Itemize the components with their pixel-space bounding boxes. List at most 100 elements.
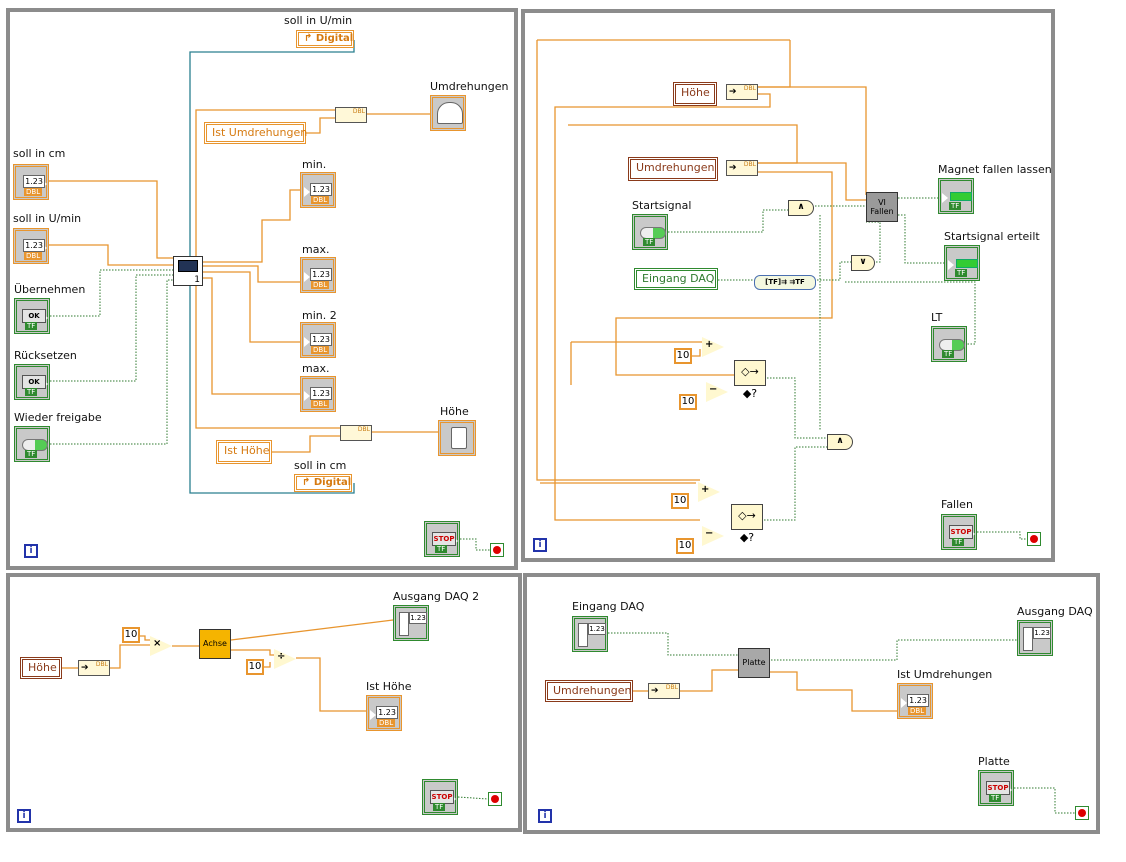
vi-fallen-subvi[interactable]: VI Fallen	[866, 192, 898, 222]
ausgang-daq2-indicator[interactable]: 1.23	[393, 605, 429, 641]
label-soll-umin-control: soll in U/min	[13, 212, 82, 225]
label-soll-cm-control: soll in cm	[13, 147, 66, 160]
lt-switch[interactable]: TF	[931, 326, 967, 362]
umdrehungen-gauge-indicator[interactable]	[430, 95, 466, 131]
loop-condition-1[interactable]	[490, 543, 504, 557]
slide-icon	[451, 427, 467, 449]
to-double-hoehe[interactable]: ➔DBL	[726, 84, 758, 100]
divide-node[interactable]: ÷	[274, 649, 296, 669]
constant-10[interactable]: 10	[122, 627, 140, 643]
tf-tag: TF	[433, 803, 446, 811]
or-gate[interactable]: ∨	[851, 255, 875, 271]
and-gate-1[interactable]: ∧	[788, 200, 814, 216]
numeric-icon: 1.23	[23, 239, 45, 252]
wieder-freigabe-switch[interactable]: TF	[14, 426, 50, 462]
numeric-icon: 1.23	[310, 387, 332, 400]
dbl-tag: DBL	[311, 346, 330, 354]
subtract-node-1[interactable]: −	[706, 382, 728, 402]
ausgang-daq-indicator[interactable]: 1.23	[1017, 620, 1053, 656]
multiply-node[interactable]: ×	[150, 636, 172, 656]
minus-icon: −	[709, 384, 718, 395]
constant-10[interactable]: 10	[676, 538, 694, 554]
local-hoehe[interactable]: Höhe	[673, 82, 717, 106]
startsignal-switch[interactable]: TF	[632, 214, 668, 250]
loop-condition-4[interactable]	[1075, 806, 1089, 820]
to-double-hoehe-3[interactable]: ➔DBL	[78, 660, 110, 676]
subvi-count: 1	[194, 275, 200, 285]
tf-tag: TF	[25, 322, 38, 330]
label-hoehe: Höhe	[440, 405, 469, 418]
add-node-2[interactable]: +	[698, 482, 720, 502]
local-umdrehungen[interactable]: Umdrehungen	[628, 157, 718, 181]
numeric-icon: 1.23	[23, 175, 45, 188]
constant-10[interactable]: 10	[246, 659, 264, 675]
local-ist-hoehe[interactable]: Ist Höhe	[216, 440, 272, 464]
label-ausgang-daq2: Ausgang DAQ 2	[393, 590, 480, 603]
magnet-fallen-lassen-indicator[interactable]: TF	[938, 178, 974, 214]
eingang-daq-control[interactable]: 1.23	[572, 616, 608, 652]
local-umdrehungen-4[interactable]: Umdrehungen	[545, 680, 633, 702]
startsignal-erteilt-indicator[interactable]: TF	[944, 245, 980, 281]
hoehe-slide-indicator[interactable]	[438, 420, 476, 456]
numeric-icon: 1.23	[310, 333, 332, 346]
loop-condition-3[interactable]	[488, 792, 502, 806]
waveform-subvi[interactable]: 1	[173, 256, 203, 286]
numeric-icon: 1.23	[310, 183, 332, 196]
achse-subvi[interactable]: Achse	[199, 629, 231, 659]
to-double-umdrehungen[interactable]: ➔DBL	[726, 160, 758, 176]
local-variable-digital-umin[interactable]: ↱ Digital	[296, 30, 354, 48]
subtract-node-2[interactable]: −	[702, 526, 724, 546]
local-eingang-daq[interactable]: Eingang DAQ	[634, 268, 718, 290]
label-ruecksetzen: Rücksetzen	[14, 349, 77, 362]
platte-subvi[interactable]: Platte	[738, 648, 770, 678]
dbl-tag: DBL	[24, 252, 43, 260]
local-variable-label: Digital	[315, 33, 354, 44]
label-max: max.	[302, 243, 330, 256]
and-gate-2[interactable]: ∧	[827, 434, 853, 450]
add-node-1[interactable]: +	[702, 337, 724, 357]
in-range-node-2[interactable]: ◇→ ◆?	[731, 504, 763, 544]
local-variable-digital-cm[interactable]: ↱ Digital	[294, 474, 352, 492]
dbl-tag: DBL	[352, 108, 365, 115]
stop-icon: STOP	[986, 781, 1010, 795]
bundle-node[interactable]: DBL	[335, 107, 367, 123]
constant-10[interactable]: 10	[671, 493, 689, 509]
iteration-terminal-2: i	[533, 538, 547, 552]
constant-10[interactable]: 10	[674, 348, 692, 364]
iteration-terminal-1: i	[24, 544, 38, 558]
to-double-umdrehungen-4[interactable]: ➔DBL	[648, 683, 680, 699]
plus-icon: +	[705, 339, 714, 350]
label-max2: max.	[302, 362, 330, 375]
loop-condition-2[interactable]	[1027, 532, 1041, 546]
label-soll-umin: soll in U/min	[284, 14, 353, 27]
local-ist-umdrehungen[interactable]: Ist Umdrehungen	[204, 122, 307, 144]
dbl-tag: DBL	[357, 426, 370, 433]
in-range-node-1[interactable]: ◇→ ◆?	[734, 360, 766, 400]
tf-tag: TF	[989, 794, 1002, 802]
tf-tag: TF	[25, 388, 38, 396]
local-hoehe-3[interactable]: Höhe	[20, 657, 62, 679]
ok-button-icon: OK	[22, 309, 46, 323]
label-soll-cm: soll in cm	[294, 459, 347, 472]
label-umdrehungen: Umdrehungen	[430, 80, 509, 93]
plus-icon: +	[701, 484, 710, 495]
bundle-node-hoehe[interactable]: DBL	[340, 425, 372, 441]
constant-10[interactable]: 10	[679, 394, 697, 410]
label-ist-umdrehungen-4: Ist Umdrehungen	[897, 668, 993, 681]
array-to-bool-conversion[interactable]: [TF]⇉ ⇉TF	[754, 275, 816, 290]
